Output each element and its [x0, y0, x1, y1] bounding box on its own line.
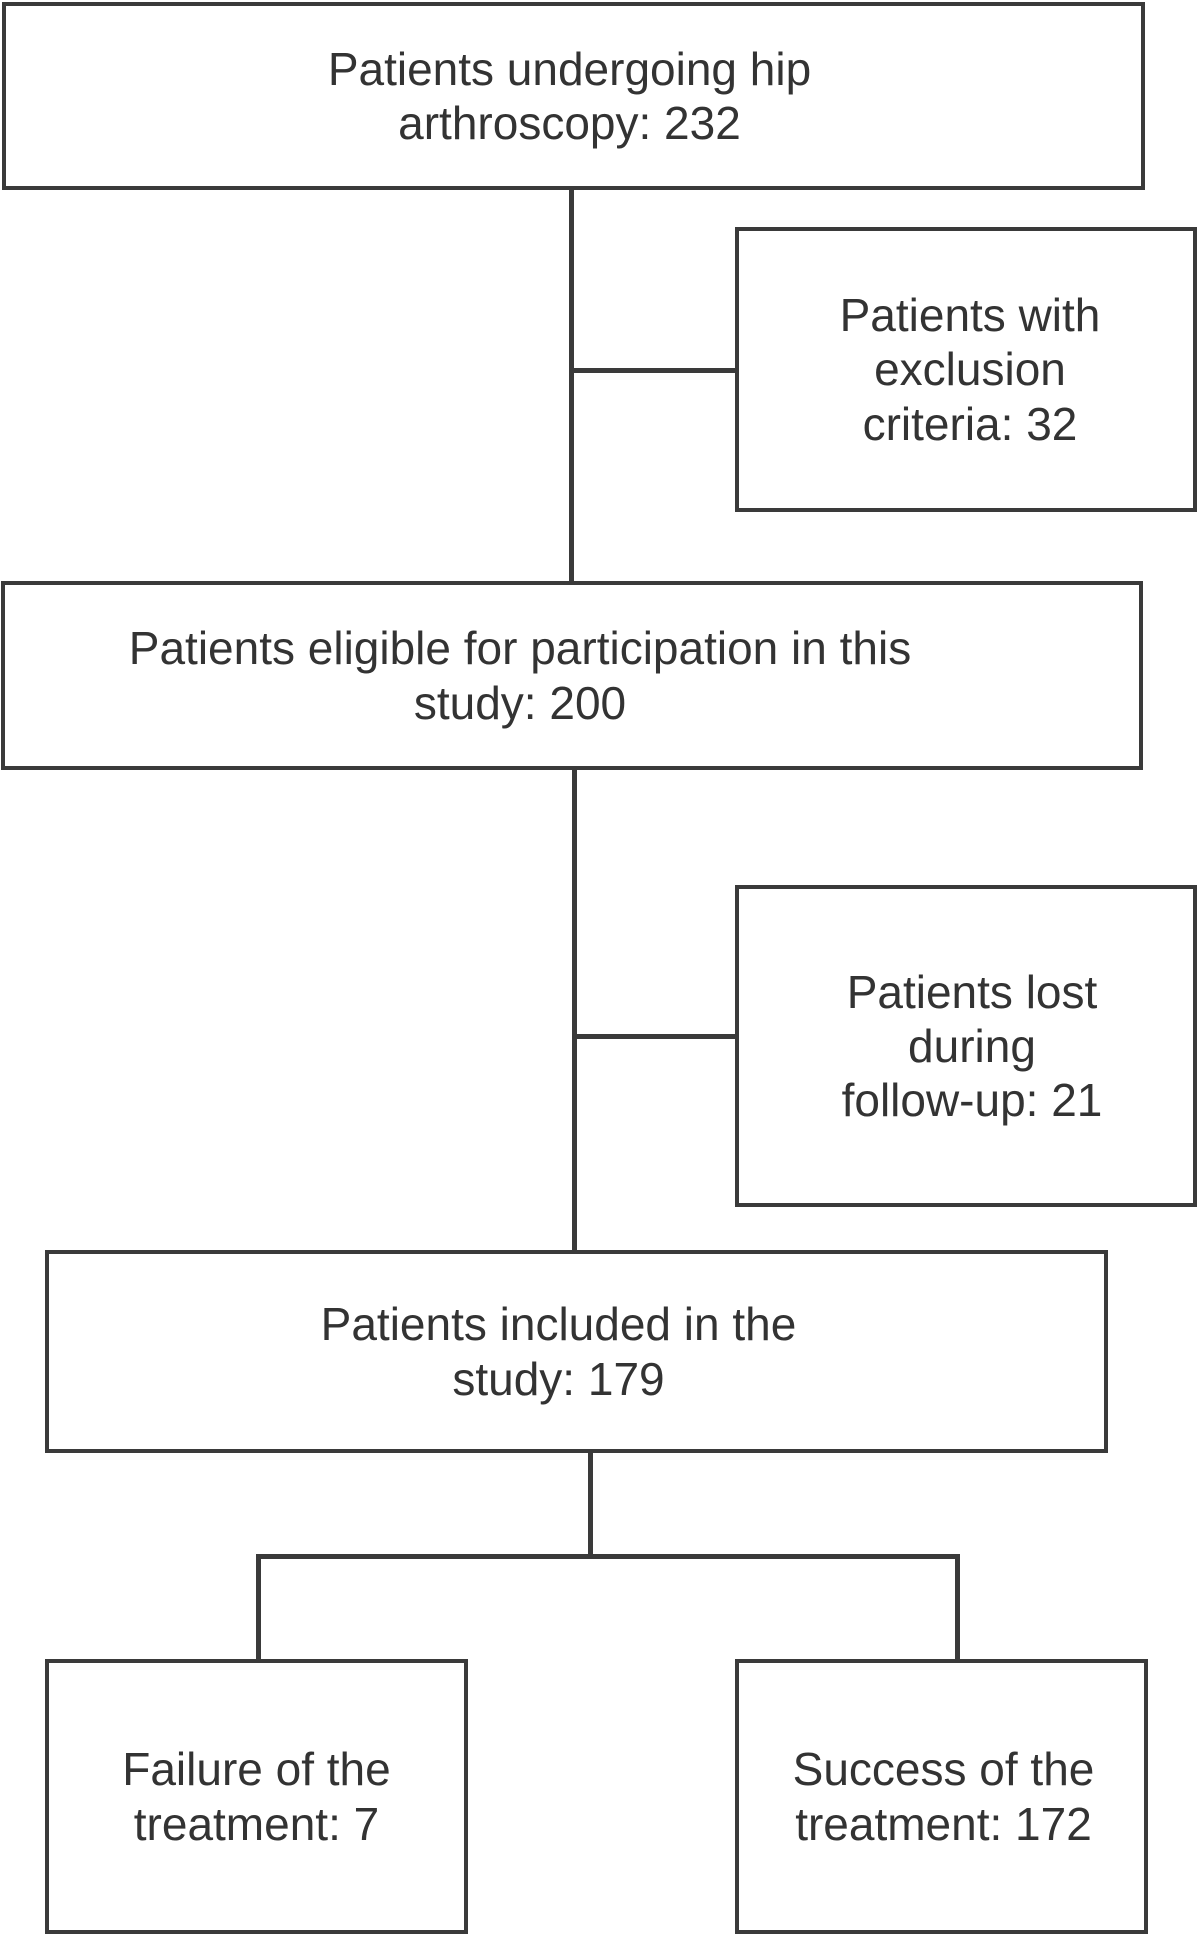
connector-drop-to-success: [955, 1554, 960, 1662]
connector-split-bar: [256, 1554, 960, 1559]
connector-branch-to-excluded: [569, 368, 739, 373]
node-patients-lost-followup-label: Patients lost during follow-up: 21: [841, 965, 1103, 1127]
node-patients-lost-followup: Patients lost during follow-up: 21: [735, 885, 1197, 1207]
connector-eligible-to-included: [572, 768, 577, 1254]
connector-included-to-split: [588, 1451, 593, 1559]
node-patients-included: Patients included in the study: 179: [45, 1250, 1108, 1453]
connector-branch-to-lost: [572, 1034, 739, 1039]
node-patients-screened: Patients undergoing hip arthroscopy: 232: [2, 2, 1145, 190]
node-treatment-failure: Failure of the treatment: 7: [45, 1659, 468, 1934]
node-patients-excluded: Patients with exclusion criteria: 32: [735, 227, 1197, 512]
node-patients-included-label: Patients included in the study: 179: [320, 1298, 797, 1405]
node-treatment-success-label: Success of the treatment: 172: [792, 1743, 1095, 1850]
node-patients-eligible: Patients eligible for participation in t…: [1, 581, 1143, 770]
node-patients-screened-label: Patients undergoing hip arthroscopy: 232: [327, 42, 812, 149]
node-patients-eligible-label: Patients eligible for participation in t…: [128, 622, 912, 729]
connector-drop-to-failure: [256, 1554, 261, 1662]
node-treatment-failure-label: Failure of the treatment: 7: [122, 1743, 391, 1850]
node-patients-excluded-label: Patients with exclusion criteria: 32: [839, 289, 1101, 450]
node-treatment-success: Success of the treatment: 172: [735, 1659, 1148, 1934]
connector-screened-to-eligible: [569, 188, 574, 584]
